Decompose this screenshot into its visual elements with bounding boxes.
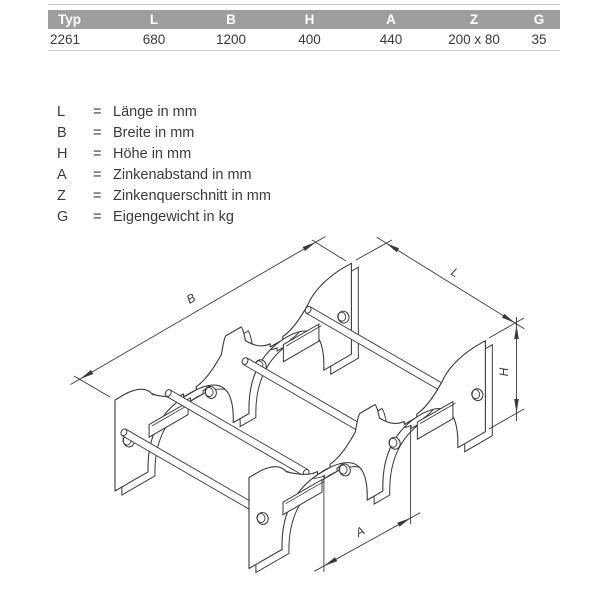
- dim-l-line: [376, 236, 525, 330]
- dim-arrowhead: [514, 325, 519, 339]
- legend-row-g: G = Eigengewicht in kg: [57, 207, 271, 228]
- legend-row-a: A = Zinkenabstand in mm: [57, 165, 271, 186]
- bar-end-cap: [120, 428, 128, 437]
- equals-sign: =: [93, 209, 102, 225]
- dim-arrowhead: [514, 399, 519, 413]
- equals-sign: =: [93, 188, 102, 204]
- bar-end-cap: [241, 357, 249, 366]
- front-wall-hole-bore: [338, 464, 348, 475]
- header-cell-b: B: [226, 12, 236, 27]
- front-wall-hole-bore: [388, 437, 398, 448]
- legend-text: Zinkenabstand in mm: [113, 167, 252, 183]
- value-cell-g: 35: [531, 32, 547, 47]
- dim-b-ext: [311, 239, 347, 262]
- spec-table: Typ L B H A Z G 2261 680 1200 400 440 200 x 80 35: [48, 4, 560, 51]
- front-wall-slot: [416, 400, 454, 441]
- header-cell-a: A: [386, 12, 396, 27]
- value-cell-a: 440: [379, 32, 403, 47]
- equals-sign: =: [93, 167, 102, 183]
- back-wall: [114, 262, 359, 496]
- equals-sign: =: [93, 146, 102, 162]
- dim-b-line: [70, 236, 326, 385]
- value-cell-z: 200 x 80: [448, 32, 500, 47]
- value-cell-h: 400: [298, 32, 321, 47]
- bar-body: [306, 307, 448, 393]
- back-wall-slot-edge: [151, 403, 191, 427]
- dim-h-ext: [488, 408, 525, 430]
- legend-key: L: [57, 104, 66, 120]
- legend-text: Länge in mm: [113, 104, 197, 120]
- front-wall-slot-edge: [285, 480, 325, 505]
- legend-row-z: Z = Zinkenquerschnitt in mm: [57, 186, 271, 207]
- legend-key: Z: [57, 188, 66, 204]
- dim-arrowhead: [80, 370, 94, 379]
- bar-end-cap: [164, 389, 172, 397]
- front-wall-slot-edge: [419, 402, 456, 424]
- dim-arrowhead: [323, 557, 338, 566]
- legend-key: B: [57, 125, 67, 141]
- legend-text: Zinkenquerschnitt in mm: [113, 188, 271, 204]
- back-wall-slot-edge: [285, 325, 322, 347]
- dimension-legend: L = Länge in mm B = Breite in mm H = Höhe in mm A…: [57, 102, 271, 228]
- front-wall-hole-bore: [471, 389, 481, 400]
- header-cell-g: G: [533, 12, 545, 27]
- equals-sign: =: [93, 125, 102, 141]
- legend-text: Höhe in mm: [113, 146, 192, 162]
- legend-key: A: [57, 167, 67, 183]
- bar-body: [166, 390, 308, 476]
- dim-label-h: H: [497, 367, 511, 376]
- header-cell-l: L: [149, 12, 159, 27]
- dim-arrowhead: [386, 243, 400, 253]
- legend-key: G: [57, 209, 69, 225]
- legend-row-b: B = Breite in mm: [57, 123, 271, 144]
- table-header-row: Typ L B H A Z G: [48, 10, 560, 29]
- back-wall-hole-bore: [337, 311, 347, 322]
- legend-row-h: H = Höhe in mm: [57, 144, 271, 165]
- table-value-row: 2261 680 1200 400 440 200 x 80 35: [48, 29, 560, 50]
- back-wall-face: [114, 262, 352, 492]
- back-wall-hole-bore: [204, 387, 214, 397]
- dim-label-l: L: [449, 265, 462, 280]
- dim-l-ext: [355, 239, 393, 261]
- legend-row-l: L = Länge in mm: [57, 102, 271, 123]
- legend-key: H: [57, 146, 68, 162]
- value-cell-l: 680: [142, 32, 166, 47]
- dim-arrowhead: [501, 313, 515, 323]
- header-cell-typ: Typ: [58, 12, 81, 27]
- dimensions: B L H A: [70, 236, 525, 572]
- dim-arrowhead: [397, 518, 411, 527]
- value-cell-b: 1200: [215, 32, 247, 47]
- dim-b-ext: [73, 375, 111, 398]
- back-wall-slot: [282, 323, 320, 363]
- legend-text: Breite in mm: [113, 125, 195, 141]
- front-wall: [248, 340, 493, 574]
- legend-text: Eigengewicht in kg: [113, 209, 234, 225]
- dim-label-b: B: [184, 290, 198, 306]
- front-wall-face: [248, 340, 486, 570]
- header-cell-z: Z: [469, 12, 479, 27]
- header-cell-h: H: [304, 12, 315, 27]
- equals-sign: =: [93, 104, 102, 120]
- dim-label-a: A: [352, 523, 367, 540]
- front-wall-hole-bore: [256, 513, 266, 523]
- dim-arrowhead: [302, 242, 316, 251]
- bar-end-cap: [304, 305, 312, 314]
- dim-h-ext: [488, 317, 525, 339]
- value-cell-typ: 2261: [50, 32, 81, 47]
